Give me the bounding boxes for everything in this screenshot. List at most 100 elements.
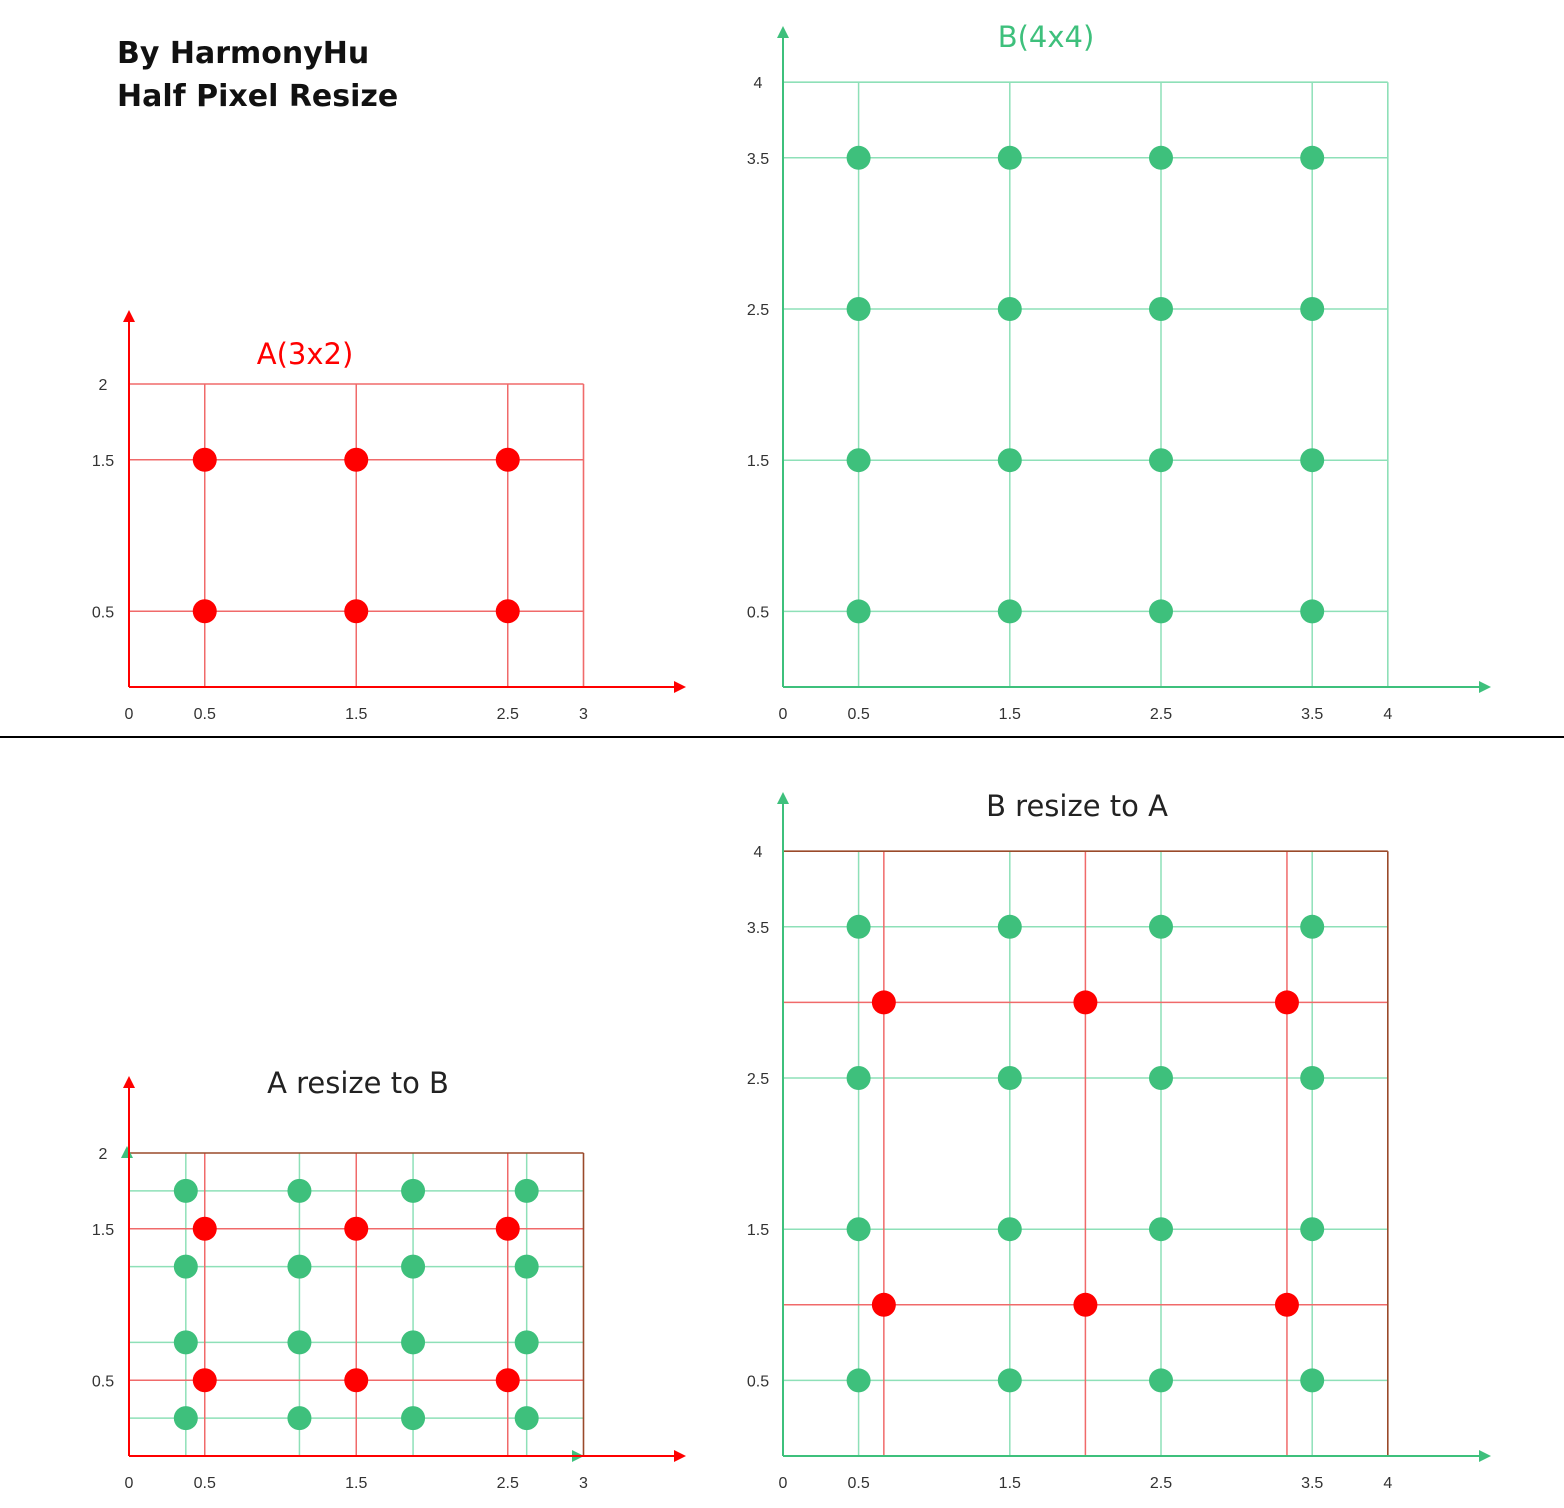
- point-green: [846, 599, 871, 624]
- point-red: [344, 1368, 369, 1393]
- point-red: [344, 447, 369, 472]
- x-tick-label: 2.5: [497, 706, 519, 723]
- point-red: [871, 990, 896, 1015]
- y-tick-label: 0.5: [747, 1373, 769, 1390]
- point-green: [846, 914, 871, 939]
- point-green: [287, 1178, 312, 1203]
- x-tick-label: 1.5: [999, 1475, 1021, 1492]
- point-green: [1300, 448, 1325, 473]
- point-green: [173, 1406, 198, 1431]
- point-green: [997, 914, 1022, 939]
- point-green: [173, 1178, 198, 1203]
- point-red: [871, 1292, 896, 1317]
- y-tick-label: 1.5: [747, 1222, 769, 1239]
- point-red: [192, 447, 217, 472]
- x-axis-arrow: [1479, 681, 1491, 693]
- point-green: [997, 1217, 1022, 1242]
- point-green: [1149, 448, 1173, 473]
- point-red: [1073, 990, 1098, 1015]
- point-red: [495, 1216, 520, 1241]
- point-green: [287, 1330, 312, 1355]
- point-green: [997, 448, 1022, 473]
- y-tick-label: 4: [754, 75, 763, 92]
- point-green: [846, 145, 871, 170]
- y-tick-label: 1.5: [92, 453, 114, 470]
- point-green: [514, 1178, 539, 1203]
- y-tick-label: 1.5: [747, 453, 769, 470]
- panel-title: A(3x2): [257, 337, 354, 371]
- panel-title: A resize to B: [267, 1066, 449, 1100]
- point-green: [401, 1178, 426, 1203]
- y-tick-label: 0.5: [92, 1373, 114, 1390]
- point-green: [997, 1066, 1022, 1090]
- y-tick-label: 2: [99, 377, 108, 394]
- point-green: [997, 297, 1022, 321]
- point-green: [514, 1330, 539, 1355]
- x-tick-label: 0.5: [194, 1475, 216, 1492]
- x-tick-label: 1.5: [999, 706, 1021, 723]
- x-tick-label: 0.5: [194, 706, 216, 723]
- point-green: [997, 599, 1022, 624]
- point-green: [514, 1406, 539, 1431]
- point-green: [1300, 1368, 1325, 1393]
- point-red: [1274, 990, 1299, 1015]
- point-green: [1149, 599, 1173, 624]
- x-tick-label: 2.5: [497, 1475, 519, 1492]
- x-tick-label: 4: [1383, 706, 1392, 723]
- y-axis-arrow: [777, 792, 789, 804]
- point-green: [846, 1217, 871, 1242]
- point-green: [1149, 1217, 1173, 1242]
- x-tick-label: 1.5: [345, 1475, 367, 1492]
- point-green: [1300, 297, 1325, 321]
- author-line: By HarmonyHu: [117, 36, 370, 71]
- point-green: [1300, 1066, 1325, 1090]
- point-green: [401, 1330, 426, 1355]
- point-green: [514, 1254, 539, 1279]
- x-axis-arrow: [1479, 1450, 1491, 1462]
- point-green: [1149, 145, 1173, 170]
- x-tick-label: 0: [779, 1475, 788, 1492]
- point-red: [495, 599, 520, 624]
- subtitle-line: Half Pixel Resize: [117, 79, 399, 114]
- secondary-y-arrow: [121, 1146, 133, 1158]
- y-axis-arrow: [777, 26, 789, 38]
- point-red: [192, 599, 217, 624]
- y-axis-arrow: [123, 310, 135, 322]
- point-red: [495, 1368, 520, 1393]
- point-green: [1149, 297, 1173, 321]
- y-tick-label: 0.5: [92, 604, 114, 621]
- y-tick-label: 2.5: [747, 1071, 769, 1088]
- point-green: [173, 1330, 198, 1355]
- point-green: [997, 145, 1022, 170]
- x-tick-label: 0: [125, 706, 134, 723]
- x-tick-label: 3: [579, 706, 588, 723]
- point-red: [1073, 1292, 1098, 1317]
- point-green: [1300, 599, 1325, 624]
- point-green: [1300, 914, 1325, 939]
- x-tick-label: 2.5: [1150, 1475, 1172, 1492]
- x-tick-label: 3.5: [1301, 706, 1323, 723]
- point-red: [1274, 1292, 1299, 1317]
- x-tick-label: 0: [125, 1475, 134, 1492]
- point-green: [401, 1254, 426, 1279]
- point-green: [846, 1368, 871, 1393]
- x-tick-label: 0: [779, 706, 788, 723]
- point-red: [344, 1216, 369, 1241]
- y-axis-arrow: [123, 1076, 135, 1088]
- panel-title: B resize to A: [986, 789, 1168, 823]
- x-tick-label: 0.5: [847, 1475, 869, 1492]
- y-tick-label: 3.5: [747, 920, 769, 937]
- y-tick-label: 3.5: [747, 151, 769, 168]
- y-tick-label: 2: [99, 1146, 108, 1163]
- point-red: [192, 1368, 217, 1393]
- point-green: [997, 1368, 1022, 1393]
- y-tick-label: 1.5: [92, 1222, 114, 1239]
- point-green: [846, 297, 871, 321]
- x-tick-label: 4: [1383, 1475, 1392, 1492]
- point-green: [287, 1254, 312, 1279]
- point-red: [192, 1216, 217, 1241]
- x-tick-label: 2.5: [1150, 706, 1172, 723]
- point-green: [173, 1254, 198, 1279]
- y-tick-label: 0.5: [747, 604, 769, 621]
